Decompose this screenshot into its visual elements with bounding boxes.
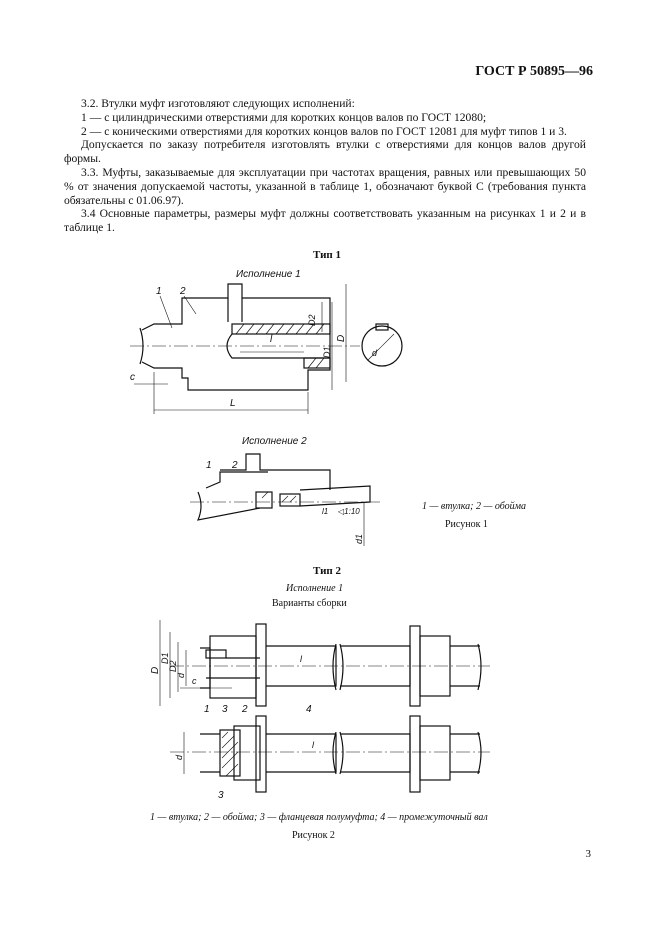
figure2-variant1-title: Исполнение 1 bbox=[286, 583, 344, 594]
paragraph-3-4: 3.4 Основные параметры, размеры муфт дол… bbox=[64, 207, 586, 235]
fig1-D2-label: D2 bbox=[307, 314, 317, 326]
fig2-D1-label: D1 bbox=[160, 652, 170, 664]
fig1-l-label: l bbox=[270, 334, 273, 345]
fig2-lower-d-label: d bbox=[174, 754, 184, 760]
fig1-d-label: d bbox=[372, 348, 378, 358]
fig1-D-label: D bbox=[336, 335, 347, 342]
section-text: 3.2. Втулки муфт изготовляют следующих и… bbox=[64, 97, 586, 235]
figure2-subtitle: Варианты сборки bbox=[272, 598, 347, 609]
figure2-legend: 1 — втулка; 2 — обойма; 3 — фланцевая по… bbox=[150, 812, 488, 823]
fig1-callout-2: 2 bbox=[179, 286, 186, 297]
document-code: ГОСТ Р 50895—96 bbox=[475, 64, 593, 79]
fig1-taper-label: ◁1:10 bbox=[337, 507, 360, 516]
figure1-type-title: Тип 1 bbox=[313, 249, 341, 261]
fig1-v2-callout-2: 2 bbox=[231, 460, 238, 471]
fig1-c-label: c bbox=[130, 372, 135, 383]
figure1-caption: Рисунок 1 bbox=[445, 519, 488, 530]
fig2-D-label: D bbox=[150, 667, 161, 674]
figure1-legend: 1 — втулка; 2 — обойма bbox=[422, 501, 527, 512]
fig2-callout-3: 3 bbox=[222, 704, 228, 715]
fig2-d-label: d bbox=[176, 672, 186, 678]
fig2-callout-2: 2 bbox=[241, 704, 248, 715]
figure2-type-title: Тип 2 bbox=[313, 565, 341, 577]
figure1-variant2-title: Исполнение 2 bbox=[242, 436, 307, 447]
fig1-L-label: L bbox=[230, 398, 236, 409]
page-number: 3 bbox=[585, 848, 592, 860]
fig2-callout-4: 4 bbox=[306, 704, 312, 715]
fig1-D1-label: D1 bbox=[322, 346, 332, 358]
figure2-drawing: D D1 D2 d c l 1 3 2 4 d l 3 bbox=[150, 620, 490, 801]
figure1-drawing: Исполнение 1 L c l D2 D1 D 1 2 d Исполне… bbox=[130, 269, 403, 546]
fig1-l1-label: l1 bbox=[322, 507, 328, 516]
paragraph-3-3: 3.3. Муфты, заказываемые для эксплуатаци… bbox=[64, 165, 586, 207]
paragraph-3-2-item-1: 1 — с цилиндрическими отверстиями для ко… bbox=[81, 110, 487, 124]
fig2-l-label: l bbox=[300, 654, 303, 664]
paragraph-3-2-item-2: 2 — с коническими отверстиями для коротк… bbox=[81, 124, 567, 138]
fig2-c-label: c bbox=[192, 676, 197, 686]
figure1-variant1-title: Исполнение 1 bbox=[236, 269, 301, 280]
fig2-D2-label: D2 bbox=[168, 660, 178, 672]
fig2-callout-1: 1 bbox=[204, 704, 210, 715]
fig1-v2-callout-1: 1 bbox=[206, 460, 212, 471]
figure2-caption: Рисунок 2 bbox=[292, 830, 335, 841]
paragraph-3-2-note: Допускается по заказу потребителя изгото… bbox=[64, 138, 586, 166]
fig2-lower-callout-3: 3 bbox=[218, 790, 224, 801]
fig1-d1-label: d1 bbox=[354, 534, 364, 544]
paragraph-3-2: 3.2. Втулки муфт изготовляют следующих и… bbox=[81, 97, 355, 110]
fig2-lower-l-label: l bbox=[312, 740, 315, 750]
fig1-callout-1: 1 bbox=[156, 286, 162, 297]
